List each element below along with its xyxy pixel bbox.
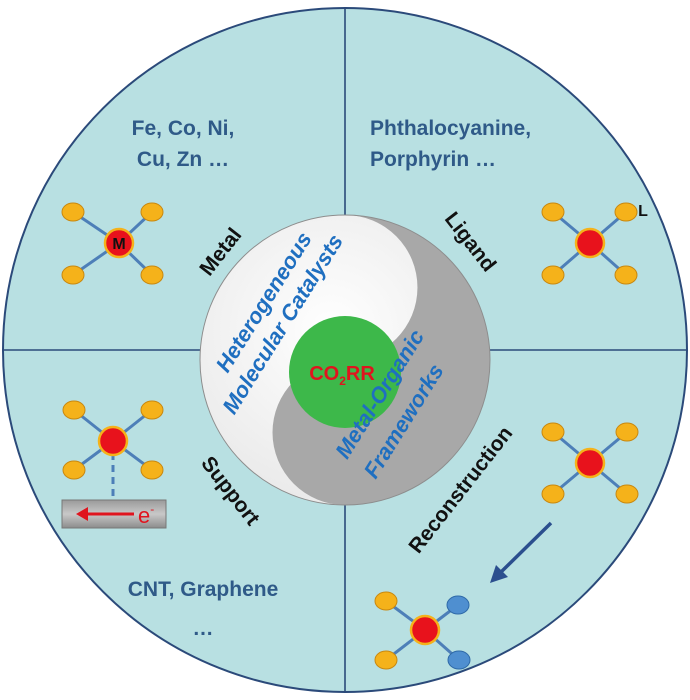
metal-examples-line1: Fe, Co, Ni, (132, 117, 235, 140)
reconstruction-arrow-icon (490, 521, 553, 583)
co2rr-core (289, 316, 401, 428)
ligand-examples-line1: Phthalocyanine, (370, 117, 531, 140)
metal-molecule-icon: M (61, 202, 164, 285)
metal-atom-label: M (112, 236, 125, 253)
metal-examples-line2: Cu, Zn … (137, 148, 229, 171)
support-molecule-icon (62, 400, 164, 500)
electron-label: e- (138, 502, 154, 528)
center-yin-yang: CO2RR Heterogeneous Molecular Catalysts … (199, 214, 491, 506)
ligand-atom-label: L (638, 203, 648, 220)
co2rr-label: CO2RR (309, 363, 375, 388)
support-substrate-bar: e- (61, 499, 167, 529)
reconstruction-before-molecule-icon (541, 422, 639, 504)
ligand-quadrant: Phthalocyanine, Porphyrin … L Ligand (370, 117, 648, 285)
ligand-molecule-icon: L (541, 202, 648, 285)
support-examples-line1: CNT, Graphene (128, 578, 279, 601)
ligand-examples-line2: Porphyrin … (370, 148, 496, 171)
metal-quadrant: Fe, Co, Ni, Cu, Zn … M Metal (61, 117, 246, 285)
support-examples-line2: … (193, 617, 214, 640)
reconstruction-after-molecule-icon (374, 591, 471, 670)
